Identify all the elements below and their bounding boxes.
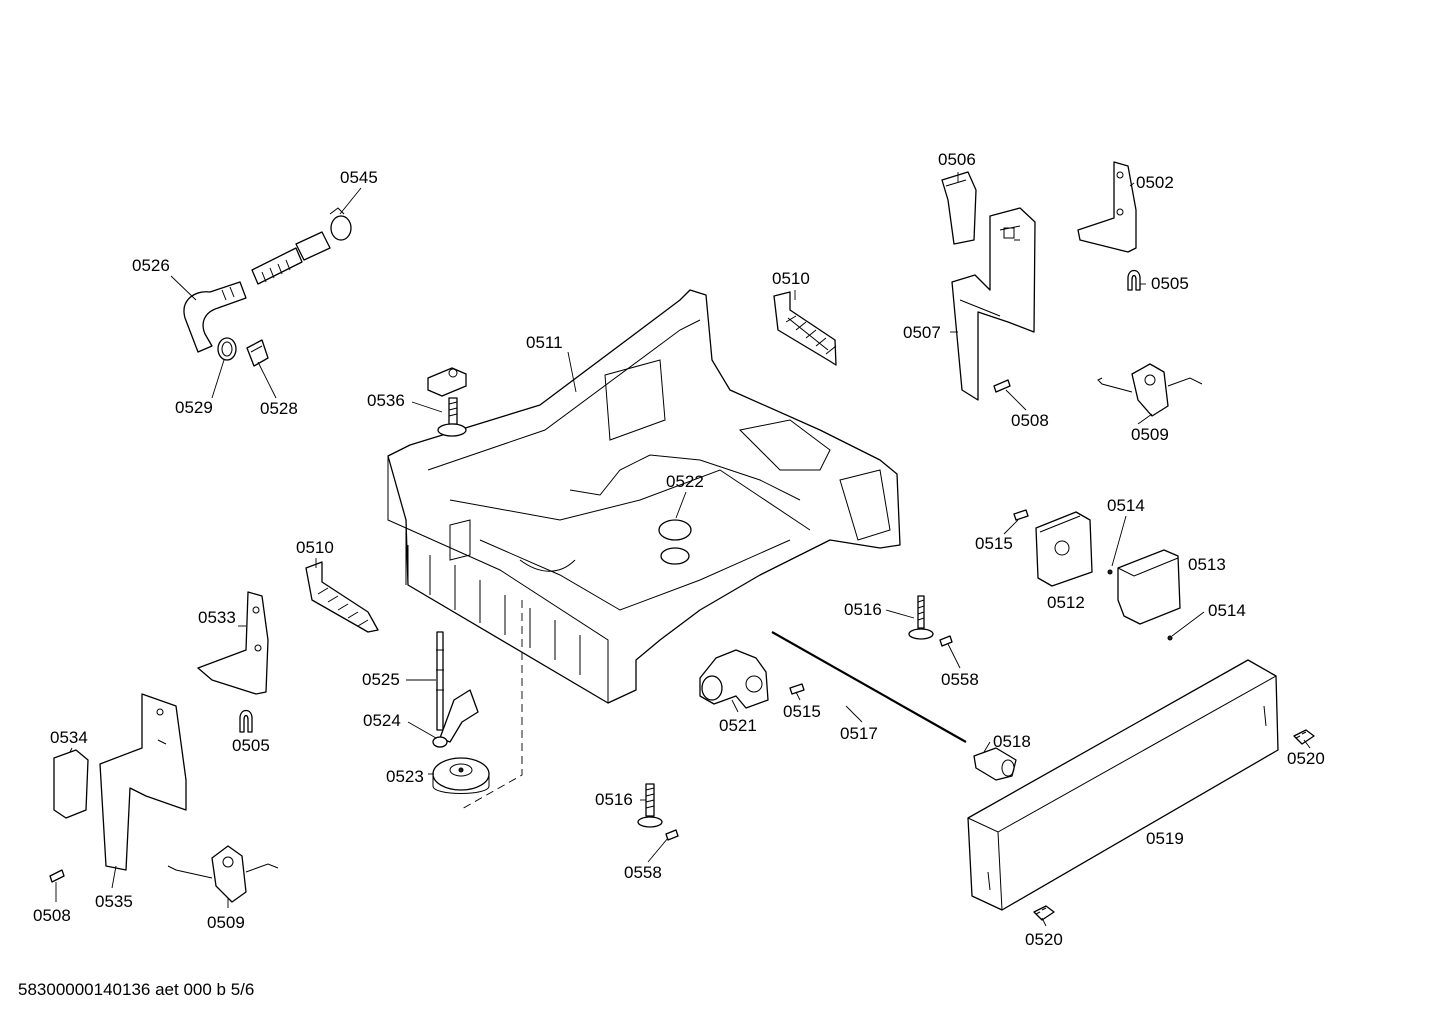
label-0520-a: 0520	[1287, 749, 1325, 768]
clip-0505-left[interactable]	[239, 709, 253, 733]
bracket-0533[interactable]	[197, 591, 269, 695]
bracket-0535[interactable]	[99, 693, 187, 871]
label-0510-top: 0510	[772, 269, 810, 288]
label-0515-b: 0515	[783, 702, 821, 721]
label-0510-left: 0510	[296, 538, 334, 557]
drain-hose-part[interactable]	[183, 231, 331, 353]
label-0558-b: 0558	[624, 863, 662, 882]
screw-0508-left[interactable]	[49, 869, 65, 883]
rod-0517[interactable]	[771, 631, 967, 743]
label-0514-a: 0514	[1107, 496, 1145, 515]
sensor-rod-0525[interactable]	[436, 631, 444, 731]
screw-0515-b[interactable]	[789, 683, 805, 695]
label-0507: 0507	[903, 323, 941, 342]
label-0506: 0506	[938, 150, 976, 169]
label-0533: 0533	[198, 608, 236, 627]
hose-clamp-0545[interactable]	[329, 207, 352, 241]
label-0525: 0525	[362, 670, 400, 689]
screw-0508-top[interactable]	[993, 379, 1011, 393]
label-0517: 0517	[840, 724, 878, 743]
label-0536: 0536	[367, 391, 405, 410]
label-0508-left: 0508	[33, 906, 71, 925]
valve-0521[interactable]	[699, 649, 769, 709]
label-0535: 0535	[95, 892, 133, 911]
label-0534: 0534	[50, 728, 88, 747]
door-latch-0509-left[interactable]	[167, 845, 279, 903]
label-0526: 0526	[132, 256, 170, 275]
label-0512: 0512	[1047, 593, 1085, 612]
bracket-0534[interactable]	[53, 749, 89, 819]
sump-0523[interactable]	[432, 757, 490, 794]
label-0545: 0545	[340, 168, 378, 187]
label-0516-b: 0516	[595, 790, 633, 809]
screw-0514-a[interactable]	[1107, 569, 1113, 575]
label-0505-top: 0505	[1151, 274, 1189, 293]
label-0514-b: 0514	[1208, 601, 1246, 620]
label-0502: 0502	[1136, 173, 1174, 192]
label-0505-left: 0505	[232, 736, 270, 755]
label-0520-b: 0520	[1025, 930, 1063, 949]
bracket-0506[interactable]	[941, 171, 977, 245]
label-0515-a: 0515	[975, 534, 1013, 553]
screw-0514-b[interactable]	[1167, 635, 1173, 641]
assembly-dashed-line	[459, 600, 523, 811]
label-0522: 0522	[666, 472, 704, 491]
label-0521: 0521	[719, 716, 757, 735]
label-0529: 0529	[175, 398, 213, 417]
front-panel-0519[interactable]	[967, 659, 1279, 911]
foot-0516-a[interactable]	[908, 595, 934, 640]
foot-0516-b[interactable]	[637, 783, 663, 828]
door-latch-0509-top[interactable]	[1097, 363, 1203, 417]
cover-0513[interactable]	[1117, 549, 1181, 625]
label-0508-top: 0508	[1011, 411, 1049, 430]
bracket-0502[interactable]	[1077, 161, 1137, 253]
label-0558-a: 0558	[941, 670, 979, 689]
screw-0558-b[interactable]	[665, 829, 679, 841]
knob-0518[interactable]	[973, 747, 1017, 781]
spring-bracket-0510-left[interactable]	[305, 561, 379, 633]
label-0516-a: 0516	[844, 600, 882, 619]
clip-0528[interactable]	[246, 339, 269, 367]
document-footer-code: 58300000140136 aet 000 b 5/6	[18, 980, 255, 999]
screw-0558-a[interactable]	[939, 635, 953, 647]
housing-0512[interactable]	[1035, 511, 1093, 587]
label-0523: 0523	[386, 767, 424, 786]
label-0519: 0519	[1146, 829, 1184, 848]
screw-0515-a[interactable]	[1013, 509, 1029, 521]
label-0518: 0518	[993, 732, 1031, 751]
screw-0520-b[interactable]	[1033, 905, 1055, 921]
label-0513: 0513	[1188, 555, 1226, 574]
sensor-0524[interactable]	[432, 689, 479, 748]
base-tub-0511[interactable]	[387, 289, 901, 704]
label-0511: 0511	[526, 333, 563, 352]
part-labels: 0545 0526 0529 0528 0510 0511 0536 0506 …	[33, 150, 1325, 949]
screw-0520-a[interactable]	[1293, 729, 1315, 745]
hose-clamp-0529[interactable]	[217, 337, 237, 361]
bracket-0507[interactable]	[951, 207, 1036, 401]
label-0509-left: 0509	[207, 913, 245, 932]
label-0524: 0524	[363, 711, 401, 730]
label-0509-top: 0509	[1131, 425, 1169, 444]
clip-0505-top[interactable]	[1127, 269, 1141, 291]
spring-bracket-0510-top[interactable]	[773, 291, 837, 366]
foot-0536[interactable]	[427, 367, 467, 437]
label-0528: 0528	[260, 399, 298, 418]
leader-lines	[55, 172, 1311, 927]
